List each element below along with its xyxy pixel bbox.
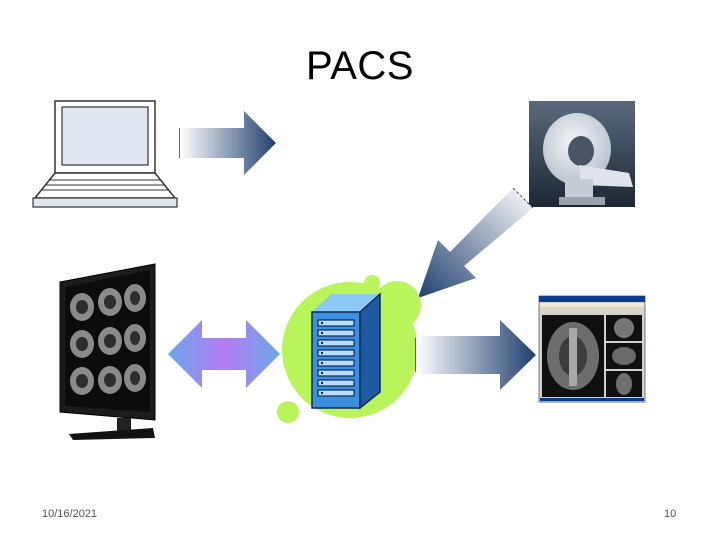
ct-viewer-screenshot-icon [538,295,646,403]
arrow-diagonal [418,187,534,298]
laptop-icon [32,100,178,208]
slide-title: PACS [306,44,414,88]
double-arrow [168,320,280,388]
medical-monitor-icon [59,263,156,440]
arrow-right-top [179,111,276,175]
footer-date: 10/16/2021 [42,508,98,520]
ct-scanner-icon [529,101,635,207]
arrow-right-bottom [415,320,536,390]
footer-page-number: 10 [664,508,677,520]
pacs-server-icon [277,275,421,423]
